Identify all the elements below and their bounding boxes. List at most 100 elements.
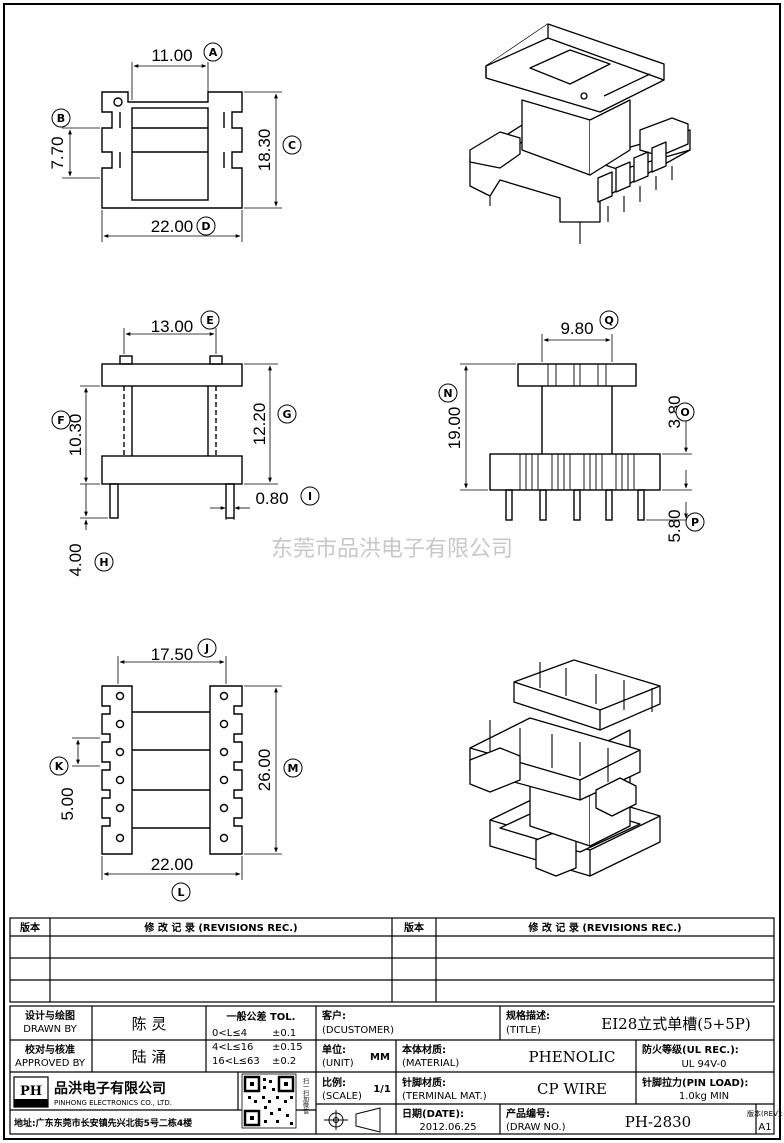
svg-text:PH: PH <box>20 1084 42 1099</box>
dim-n-letter: N <box>443 387 452 400</box>
bottom-view <box>101 685 243 855</box>
tolerance-range-1: 0<L≤4 <box>212 1028 247 1039</box>
material-value: PHENOLIC <box>529 1048 616 1066</box>
unit-label: 单位: <box>322 1043 346 1056</box>
terminal-label: 针脚材质: <box>402 1076 446 1089</box>
dim-d-value: 22.00 <box>151 217 194 236</box>
drawno-label-en: (DRAW NO.) <box>506 1122 566 1133</box>
tolerance-value-3: ±0.2 <box>272 1056 296 1067</box>
rev-header-rec-right: 修 改 记 录 (REVISIONS REC.) <box>527 921 681 934</box>
company-address: 地址:广东东莞市长安镇先兴北街5号二栋4楼 <box>14 1117 192 1129</box>
pin-load-value: 1.0kg MIN <box>679 1091 729 1102</box>
dim-n-value: 19.00 <box>445 407 464 450</box>
dim-q-marker <box>599 310 619 330</box>
dim-c-value: 18.30 <box>255 129 274 172</box>
dim-h-letter: H <box>99 556 108 569</box>
dim-a-marker <box>203 42 223 62</box>
drawno-label: 产品编号: <box>506 1107 550 1120</box>
dim-m-marker <box>283 758 303 778</box>
dim-k-letter: K <box>55 760 64 773</box>
spec-label-en: (TITLE) <box>506 1025 541 1036</box>
bottom-view-dims <box>72 656 282 880</box>
scale-label-en: (SCALE) <box>322 1091 362 1102</box>
terminal-value: CP WIRE <box>537 1080 607 1098</box>
isometric-view-bottom <box>469 659 661 877</box>
scale-value: 1/1 <box>373 1084 391 1095</box>
dim-h-value: 4.00 <box>66 543 85 576</box>
dim-e-value: 13.00 <box>151 317 194 336</box>
projection-symbol <box>324 1107 381 1133</box>
dim-n-marker <box>438 383 458 403</box>
dim-m-value: 26.00 <box>255 749 274 792</box>
scale-label: 比例: <box>322 1076 346 1089</box>
dim-d-letter: D <box>201 220 210 233</box>
dim-g-marker <box>277 404 297 424</box>
rev-label: 版本(REV): <box>747 1109 783 1118</box>
dim-k-marker <box>49 756 69 776</box>
approver-label-en: APPROVED BY <box>15 1058 86 1069</box>
dim-o-value: 3.80 <box>665 395 684 428</box>
dim-p-value: 5.80 <box>665 509 684 542</box>
watermark-text: 东莞市品洪电子有限公司 <box>271 537 513 562</box>
dim-h-marker <box>94 552 114 572</box>
dim-a-value: 11.00 <box>151 46 192 65</box>
material-label-en: (MATERIAL) <box>402 1058 459 1069</box>
qr-code <box>241 1073 297 1129</box>
front-view <box>101 355 243 519</box>
spec-value: EI28立式单槽(5+5P) <box>601 1015 750 1033</box>
dim-j-letter: J <box>204 642 209 655</box>
dim-k-value: 5.00 <box>58 787 77 820</box>
revision-table <box>9 917 775 1003</box>
isometric-view-top <box>469 23 691 244</box>
unit-value: MM <box>370 1052 390 1063</box>
tolerance-value-1: ±0.1 <box>272 1028 296 1039</box>
dim-i-value: 0.80 <box>255 489 288 508</box>
dim-g-value: 12.20 <box>250 403 269 446</box>
date-label: 日期(DATE): <box>402 1107 464 1120</box>
dim-i-letter: I <box>308 490 312 503</box>
tolerance-title: 一般公差 TOL. <box>227 1010 296 1023</box>
dim-l-marker <box>171 882 191 902</box>
company-name: 品洪电子有限公司 <box>54 1080 166 1097</box>
rev-header-no-right: 版本 <box>404 921 425 934</box>
tolerance-range-2: 4<L≤16 <box>212 1042 253 1053</box>
flame-value: UL 94V-0 <box>681 1059 726 1070</box>
customer-label: 客户: <box>321 1009 346 1022</box>
dim-b-marker <box>51 108 71 128</box>
dim-j-value: 17.50 <box>151 645 194 664</box>
flame-label: 防火等级(UL REC.): <box>642 1043 739 1056</box>
dim-q-letter: Q <box>604 314 613 327</box>
company-logo: PH <box>13 1076 49 1108</box>
dim-g-letter: G <box>282 408 291 421</box>
sheet-border <box>3 3 781 1140</box>
dim-i-marker <box>300 486 320 506</box>
rev-header-rec-left: 修 改 记 录 (REVISIONS REC.) <box>143 921 297 934</box>
dim-l-letter: L <box>177 886 184 899</box>
dim-q-value: 9.80 <box>560 319 593 338</box>
dim-f-marker <box>51 410 71 430</box>
company-name-en: PINHONG ELECTRONICS CO., LTD. <box>54 1099 172 1107</box>
dim-o-letter: O <box>680 406 689 419</box>
dim-c-marker <box>282 135 302 155</box>
dim-e-letter: E <box>206 314 214 327</box>
dim-j-marker <box>197 638 217 658</box>
pin-load-label: 针脚拉力(PIN LOAD): <box>642 1076 748 1089</box>
dim-c-letter: C <box>288 139 296 152</box>
material-label: 本体材质: <box>402 1043 446 1056</box>
top-view <box>101 91 243 209</box>
dim-a-letter: A <box>209 46 218 59</box>
unit-label-en: (UNIT) <box>322 1058 354 1069</box>
dim-l-value: 22.00 <box>151 855 194 874</box>
dim-b-value: 7.70 <box>48 136 67 169</box>
dim-o-marker <box>675 402 695 422</box>
rev-value: A1 <box>758 1122 771 1133</box>
dim-p-letter: P <box>691 516 699 529</box>
dim-f-value: 10.30 <box>66 414 85 457</box>
tolerance-range-3: 16<L≤63 <box>212 1056 260 1067</box>
front-view-dims <box>80 328 278 530</box>
designer-name: 陈 灵 <box>132 1015 167 1033</box>
dim-b-letter: B <box>57 112 65 125</box>
dim-e-marker <box>200 310 220 330</box>
dim-p-marker <box>685 512 705 532</box>
